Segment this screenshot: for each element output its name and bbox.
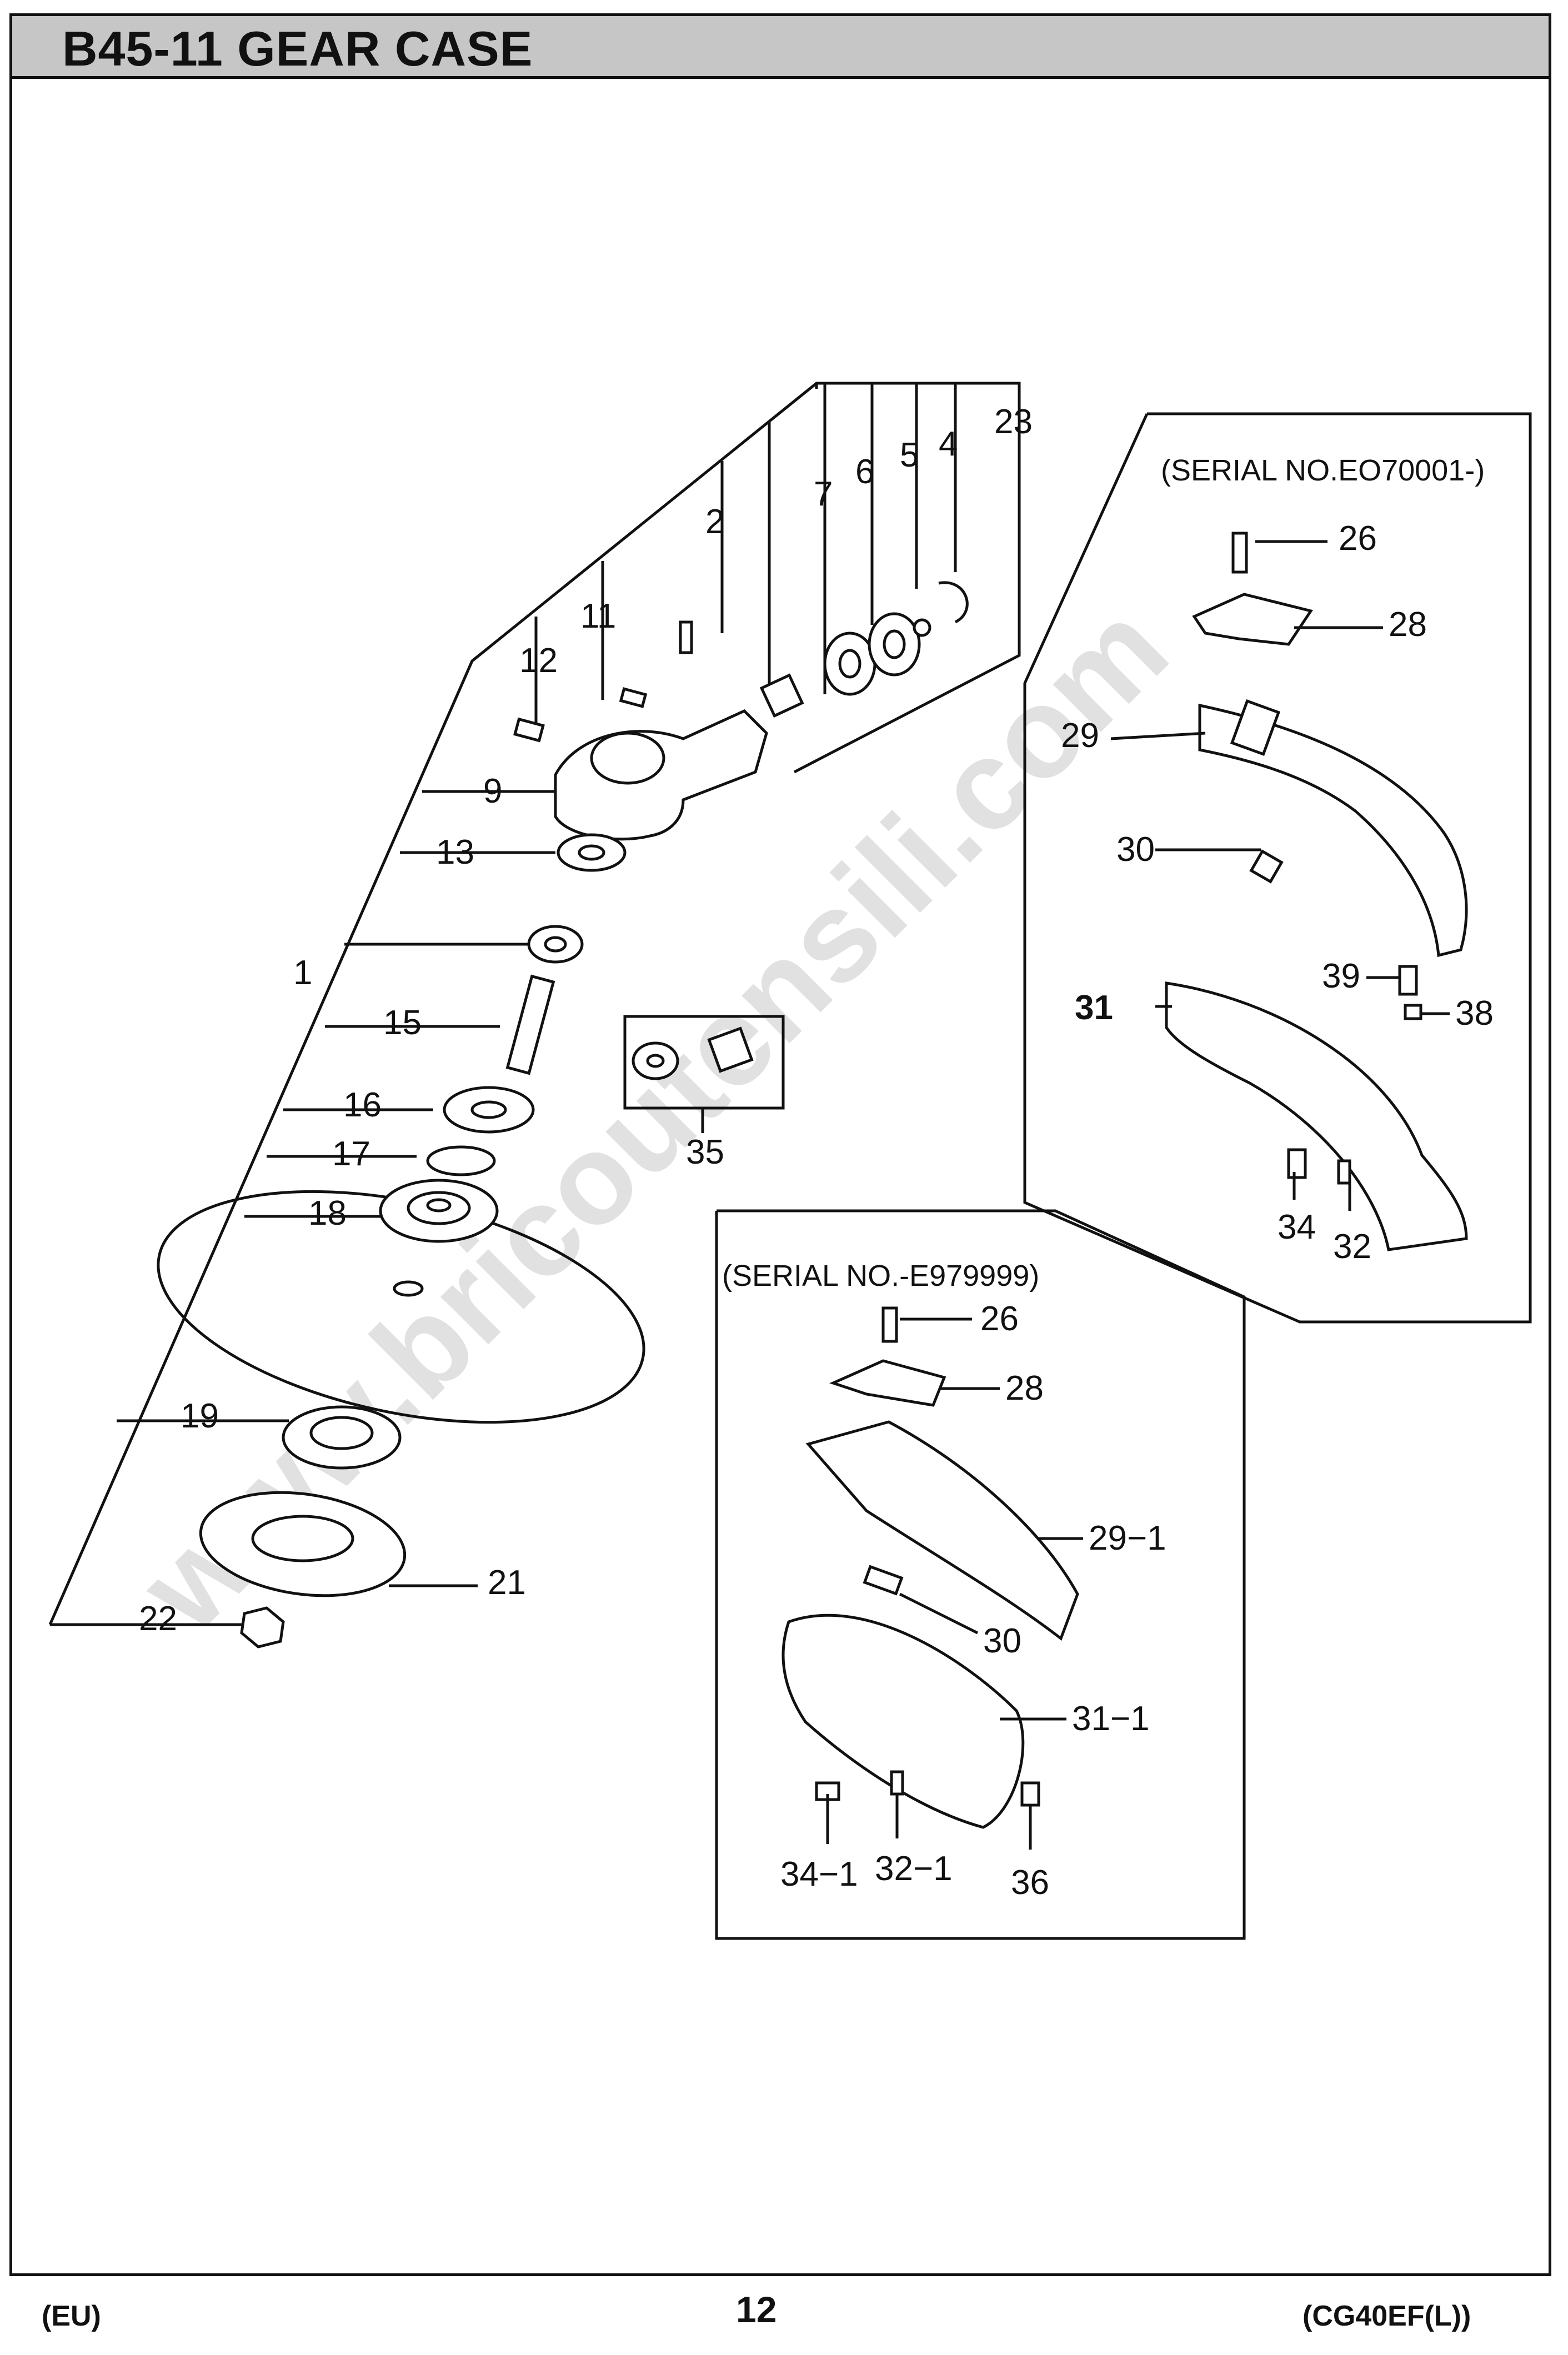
- leader-lines: [48, 382, 1532, 1940]
- new-callout-30: 30: [1116, 830, 1155, 869]
- callout-18: 18: [308, 1194, 347, 1232]
- new-callout-34: 34: [1278, 1208, 1316, 1246]
- footer-region: (EU): [42, 2300, 101, 2332]
- old-callout-36: 36: [1011, 1863, 1049, 1902]
- callout-23: 23: [994, 403, 1033, 441]
- title-bar: B45-11 GEAR CASE: [12, 16, 1549, 79]
- new-callout-26: 26: [1339, 519, 1377, 558]
- callout-35: 35: [686, 1133, 724, 1171]
- part-shapes: [157, 532, 1468, 1829]
- page-title: B45-11 GEAR CASE: [62, 21, 533, 76]
- callout-16: 16: [343, 1086, 382, 1124]
- callout-labels: 23 4 5 6 7 2 11 12 9 13 1 15 16 17 18 19…: [139, 403, 1494, 1902]
- new-callout-38: 38: [1455, 994, 1494, 1033]
- new-callout-39: 39: [1322, 957, 1360, 995]
- new-serial-label: (SERIAL NO.EO70001-): [1161, 454, 1485, 487]
- new-callout-32: 32: [1333, 1227, 1371, 1266]
- inset-leaders: [826, 540, 1450, 1850]
- callout-15: 15: [383, 1004, 422, 1042]
- callout-5: 5: [900, 436, 919, 474]
- callout-19: 19: [181, 1397, 219, 1435]
- footer-page-number: 12: [736, 2289, 777, 2330]
- callout-12: 12: [519, 642, 558, 680]
- old-callout-31-1: 31−1: [1072, 1700, 1150, 1738]
- callout-1: 1: [293, 954, 312, 992]
- callout-21: 21: [488, 1564, 526, 1602]
- callout-7: 7: [814, 475, 833, 513]
- callout-13: 13: [436, 833, 474, 871]
- callout-2: 2: [705, 503, 724, 541]
- old-serial-label: (SERIAL NO.-E979999): [722, 1259, 1039, 1292]
- page-frame: [9, 13, 1551, 2276]
- old-callout-30: 30: [983, 1622, 1021, 1660]
- callout-9: 9: [483, 772, 502, 810]
- callout-17: 17: [332, 1135, 370, 1173]
- footer-model: (CG40EF(L)): [1303, 2300, 1471, 2332]
- callout-4: 4: [939, 425, 958, 463]
- callout-11: 11: [580, 597, 616, 635]
- old-callout-34-1: 34−1: [780, 1855, 858, 1893]
- old-callout-26: 26: [980, 1300, 1019, 1338]
- new-callout-29: 29: [1061, 716, 1099, 755]
- callout-6: 6: [855, 453, 874, 491]
- new-callout-31: 31: [1075, 989, 1113, 1027]
- old-callout-28: 28: [1005, 1369, 1044, 1407]
- old-callout-29-1: 29−1: [1089, 1519, 1166, 1557]
- callout-22: 22: [139, 1600, 177, 1638]
- old-callout-32-1: 32−1: [875, 1850, 953, 1888]
- new-callout-28: 28: [1389, 605, 1427, 644]
